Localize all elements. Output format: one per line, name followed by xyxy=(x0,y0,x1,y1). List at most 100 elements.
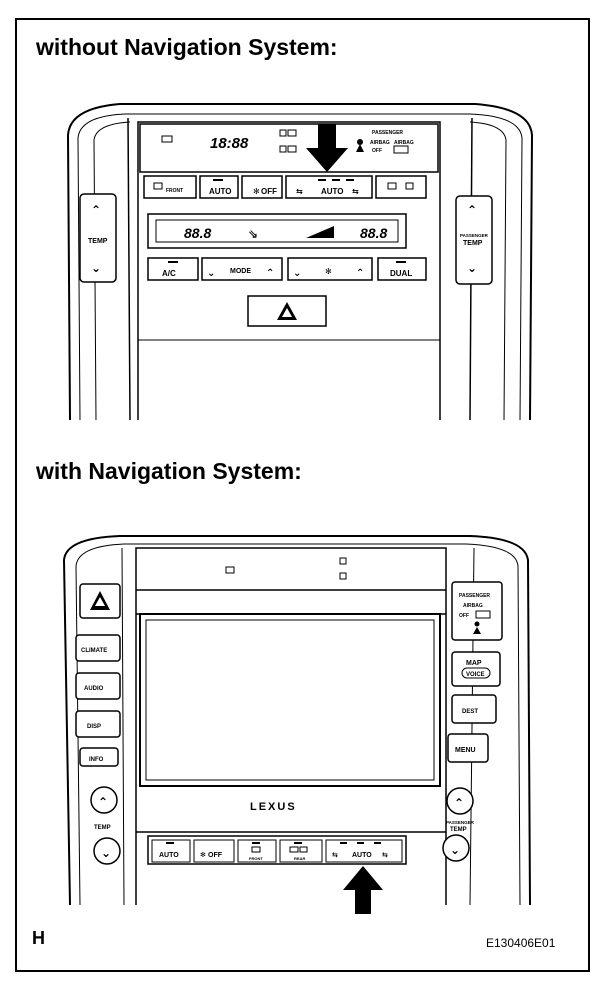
top-console-bezel xyxy=(66,103,534,421)
front-defrost-button-bottom[interactable] xyxy=(237,839,277,863)
passenger-airbag-line2: AIRBAG xyxy=(394,140,414,146)
clock-display: 18:88 xyxy=(210,135,249,152)
top-button-row-1[interactable]: FRONT AUTO ✻ OFF ⇆ AUTO ⇆ xyxy=(143,175,427,199)
navigation-screen xyxy=(139,613,441,787)
fan-speed-button[interactable] xyxy=(287,257,373,281)
passenger-airbag-off: OFF xyxy=(372,148,382,154)
car-recirc-icon-left: ⇆ xyxy=(296,187,303,196)
auto-button-bottom-left[interactable] xyxy=(151,839,191,863)
disp-label: DISP xyxy=(87,724,101,730)
climate-lcd: 88.8 ⇘ 88.8 xyxy=(147,213,407,249)
mode-button[interactable] xyxy=(201,257,283,281)
disp-button[interactable] xyxy=(75,710,121,738)
bottom-right-buttons[interactable]: PASSENGER AIRBAG OFF MAP VOICE DEST MENU… xyxy=(442,581,503,862)
right-temp-knob[interactable]: ⌃ PASSENGER TEMP ⌄ xyxy=(455,195,493,285)
chevron-up-icon: ⌃ xyxy=(266,268,274,279)
ac-button[interactable] xyxy=(147,257,199,281)
chevron-down-icon: ⌄ xyxy=(91,261,101,275)
dual-label: DUAL xyxy=(390,269,412,278)
auto-label-top-center: AUTO xyxy=(321,187,344,196)
lcd-left-temp: 88.8 xyxy=(184,225,211,241)
temp-up-button-right[interactable] xyxy=(446,787,474,815)
chevron-down-icon: ⌄ xyxy=(450,843,460,857)
fan-icon: ✻ xyxy=(200,851,206,859)
chevron-down-icon: ⌄ xyxy=(467,261,477,275)
car-recirc-icon-right: ⇆ xyxy=(382,852,388,859)
mode-label: MODE xyxy=(230,268,251,275)
bottom-climate-row[interactable]: AUTO ✻ OFF FRONT REAR ⇆ AUTO ⇆ xyxy=(147,835,407,865)
dual-button[interactable] xyxy=(377,257,427,281)
fan-off-button-bottom[interactable] xyxy=(193,839,235,863)
temp-down-button-right[interactable] xyxy=(442,834,470,862)
menu-button[interactable] xyxy=(447,733,489,763)
fan-off-button-top[interactable] xyxy=(241,175,283,199)
map-voice-button[interactable] xyxy=(451,651,501,687)
right-airbag-off: OFF xyxy=(459,613,469,619)
car-recirc-icon-left: ⇆ xyxy=(332,852,338,859)
auto-fan-cluster-bottom[interactable] xyxy=(325,839,403,863)
dest-label: DEST xyxy=(462,709,478,715)
chevron-up-icon: ⌃ xyxy=(467,203,477,217)
info-label: INFO xyxy=(89,757,104,763)
chevron-down-icon: ⌄ xyxy=(293,268,301,279)
left-temp-knob[interactable]: ⌃ TEMP ⌄ xyxy=(79,193,117,283)
dest-button[interactable] xyxy=(451,694,497,724)
airbag-person-icon xyxy=(357,139,363,145)
off-label-top: OFF xyxy=(261,187,277,196)
bottom-left-buttons[interactable]: CLIMATE AUDIO DISP INFO ⌃ TEMP ⌄ xyxy=(75,583,121,865)
fan-speed-icon xyxy=(306,226,334,238)
audio-label: AUDIO xyxy=(84,686,104,692)
front-label-bottom: FRONT xyxy=(249,856,263,861)
airbag-person-icon xyxy=(474,621,480,627)
right-knob-label-2: TEMP xyxy=(463,240,483,247)
info-button[interactable] xyxy=(79,747,119,767)
right-knob-label-1: PASSENGER xyxy=(460,233,489,238)
ac-label: A/C xyxy=(162,269,176,278)
airflow-icon: ⇘ xyxy=(248,227,258,241)
lcd-right-temp: 88.8 xyxy=(360,225,387,241)
top-button-row-2[interactable]: A/C ⌄ MODE ⌃ ⌄ ✻ ⌃ DUAL xyxy=(147,257,427,281)
rear-defrost-button-top[interactable] xyxy=(375,175,427,199)
audio-button[interactable] xyxy=(75,672,121,700)
temp-up-button-left[interactable] xyxy=(90,786,118,814)
off-label-bottom: OFF xyxy=(208,852,223,859)
right-temp-label-2: TEMP xyxy=(450,827,467,833)
fan-icon: ✻ xyxy=(253,187,260,196)
figure-frame xyxy=(15,18,590,972)
left-temp-label: TEMP xyxy=(94,825,111,831)
front-label: FRONT xyxy=(166,188,183,194)
passenger-airbag-title: PASSENGER xyxy=(372,130,403,136)
chevron-up-icon: ⌃ xyxy=(91,203,101,217)
bottom-indicator-strip xyxy=(225,557,347,580)
hazard-button-top[interactable] xyxy=(247,295,327,327)
heading-without-navigation: without Navigation System: xyxy=(36,34,338,60)
left-knob-label: TEMP xyxy=(88,238,108,245)
rear-defrost-button-bottom[interactable] xyxy=(279,839,323,863)
fan-icon: ✻ xyxy=(325,267,332,276)
car-recirc-icon-right: ⇆ xyxy=(352,187,359,196)
climate-label: CLIMATE xyxy=(81,648,107,654)
indicator-arrow-top xyxy=(306,124,348,172)
temp-down-button-left[interactable] xyxy=(93,837,121,865)
rear-label-bottom: REAR xyxy=(294,856,305,861)
figure-id: E130406E01 xyxy=(486,936,556,950)
chevron-up-icon: ⌃ xyxy=(98,795,108,809)
auto-button-top-left[interactable] xyxy=(199,175,239,199)
climate-button[interactable] xyxy=(75,634,121,662)
voice-label: VOICE xyxy=(466,672,485,678)
passenger-airbag-line1: AIRBAG xyxy=(370,140,390,146)
right-airbag-line2: AIRBAG xyxy=(463,603,483,609)
lexus-logo: LEXUS xyxy=(250,801,297,813)
indicator-arrow-bottom xyxy=(343,866,383,914)
auto-label-bottom-right: AUTO xyxy=(352,852,372,859)
map-label: MAP xyxy=(466,660,482,667)
auto-label-top-left: AUTO xyxy=(209,187,232,196)
front-defrost-button[interactable] xyxy=(143,175,197,199)
auto-fan-cluster-top[interactable] xyxy=(285,175,373,199)
chevron-up-icon: ⌃ xyxy=(356,268,364,279)
auto-label-bottom-left: AUTO xyxy=(159,852,179,859)
top-info-strip: 18:88 PASSENGER AIRBAG AIRBAG OFF xyxy=(139,123,439,173)
right-airbag-line1: PASSENGER xyxy=(459,593,490,599)
chevron-down-icon: ⌄ xyxy=(207,268,215,279)
